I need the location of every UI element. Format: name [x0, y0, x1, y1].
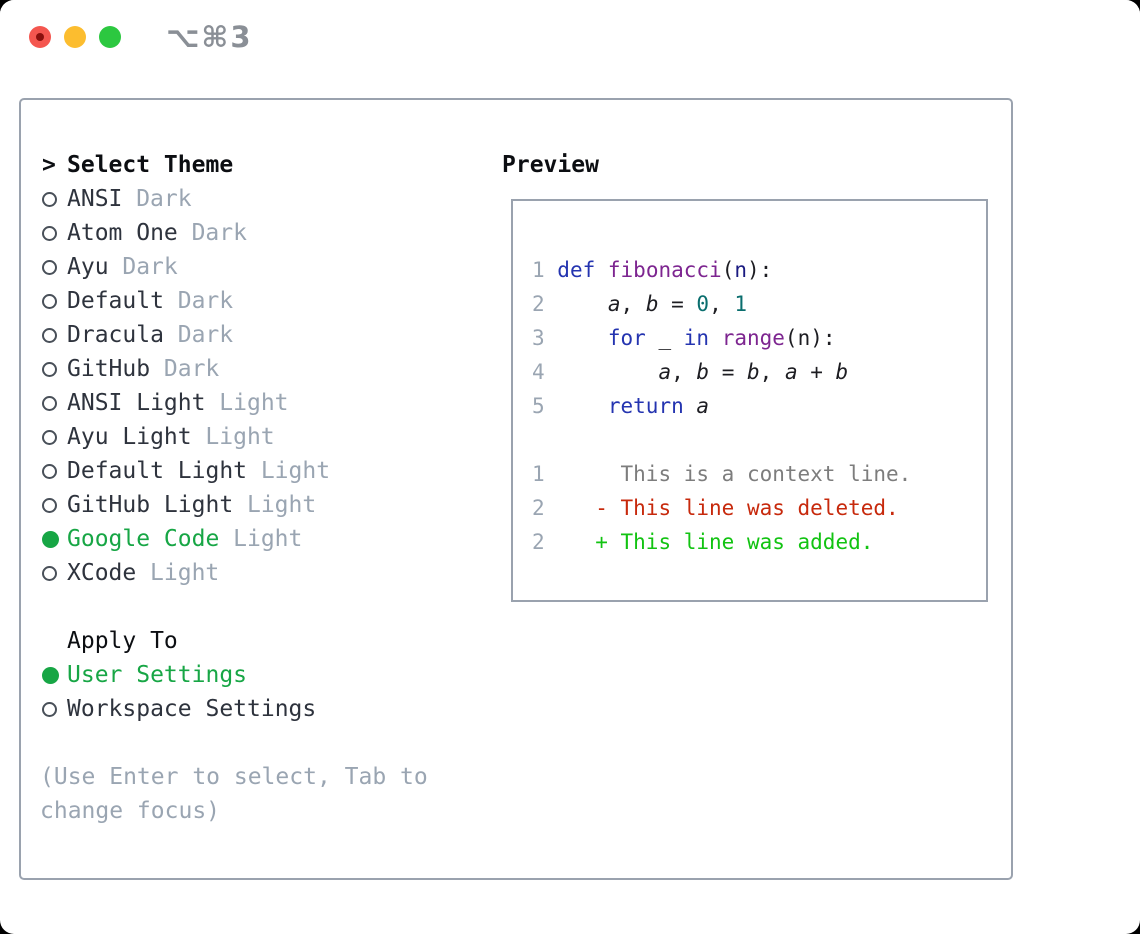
theme-variant-label: Light — [150, 560, 220, 586]
preview-section: Preview 1 def fibonacci(n): 2 a, b = 0, 1… — [502, 148, 1002, 878]
option-label: Atom One — [67, 220, 178, 246]
theme-option-github-light[interactable]: GitHub Light Light — [42, 488, 482, 522]
theme-variant-label: Light — [233, 526, 303, 552]
preview-code-line: 3 for _ in range(n): — [532, 326, 836, 350]
select-theme-title: Select Theme — [67, 152, 234, 178]
theme-option-xcode[interactable]: XCode Light — [42, 556, 482, 590]
theme-variant-label: Dark — [122, 254, 178, 280]
option-label: User Settings — [67, 662, 248, 688]
preview-code-line — [532, 423, 986, 457]
preview-box: 1 def fibonacci(n): 2 a, b = 0, 1 3 for _ … — [511, 199, 988, 602]
preview-code-line: 5 return a — [532, 394, 710, 418]
titlebar: ⌥⌘3 — [0, 0, 1140, 98]
option-label: Ayu Light — [67, 424, 192, 450]
theme-variant-label: Dark — [177, 288, 234, 314]
apply-to-header: Apply To — [42, 624, 482, 658]
option-label: Default — [67, 288, 164, 314]
theme-option-default-light[interactable]: Default Light Light — [42, 454, 482, 488]
help-line-1: (Use Enter to select, Tab to — [40, 764, 428, 790]
theme-option-google-code[interactable]: Google Code Light — [42, 522, 482, 556]
traffic-lights — [29, 26, 121, 48]
preview-code-line: 1 This is a context line. — [532, 462, 912, 486]
radio-unselected-icon — [42, 395, 67, 411]
theme-variant-label: Dark — [136, 186, 192, 212]
theme-option-github[interactable]: GitHub Dark — [42, 352, 482, 386]
apply-option-user-settings[interactable]: User Settings — [42, 658, 482, 692]
theme-option-atom-one[interactable]: Atom One Dark — [42, 216, 482, 250]
option-label: Workspace Settings — [67, 696, 317, 722]
radio-unselected-icon — [42, 191, 67, 207]
radio-unselected-icon — [42, 701, 67, 717]
option-label: Dracula — [67, 322, 164, 348]
radio-unselected-icon — [42, 293, 67, 309]
radio-unselected-icon — [42, 259, 67, 275]
preview-code: 1 def fibonacci(n): 2 a, b = 0, 1 3 for _ … — [532, 253, 986, 559]
select-theme-header: > Select Theme — [42, 148, 482, 182]
preview-code-line: 4 a, b = b, a + b — [532, 360, 849, 384]
help-text: (Use Enter to select, Tab to change focu… — [40, 760, 482, 828]
theme-variant-label: Light — [246, 492, 317, 518]
theme-variant-label: Dark — [191, 220, 247, 246]
preview-code-line: 2 - This line was deleted. — [532, 496, 899, 520]
preview-code-line: 2 + This line was added. — [532, 530, 874, 554]
theme-variant-label: Dark — [177, 322, 234, 348]
theme-variant-label: Light — [205, 424, 275, 450]
option-label: GitHub Light — [67, 492, 234, 518]
focus-prompt-icon: > — [42, 152, 56, 178]
option-label: ANSI — [67, 186, 123, 212]
option-label: Google Code — [67, 526, 220, 552]
option-label: XCode — [67, 560, 137, 586]
close-button[interactable] — [29, 26, 51, 48]
theme-option-dracula[interactable]: Dracula Dark — [42, 318, 482, 352]
radio-unselected-icon — [42, 327, 67, 343]
theme-variant-label: Dark — [163, 356, 220, 382]
theme-option-ansi-light[interactable]: ANSI Light Light — [42, 386, 482, 420]
preview-code-line: 1 def fibonacci(n): — [532, 258, 773, 282]
theme-option-ayu-light[interactable]: Ayu Light Light — [42, 420, 482, 454]
radio-selected-icon — [42, 666, 67, 684]
radio-unselected-icon — [42, 497, 67, 513]
help-line-2: change focus) — [40, 798, 221, 824]
radio-selected-icon — [42, 530, 67, 548]
preview-code-line: 2 a, b = 0, 1 — [532, 292, 748, 316]
theme-option-ayu[interactable]: Ayu Dark — [42, 250, 482, 284]
theme-variant-label: Light — [219, 390, 289, 416]
radio-unselected-icon — [42, 361, 67, 377]
radio-unselected-icon — [42, 429, 67, 445]
minimize-button[interactable] — [64, 26, 86, 48]
option-label: ANSI Light — [67, 390, 206, 416]
option-label: GitHub — [67, 356, 151, 382]
apply-to-title: Apply To — [67, 628, 178, 654]
theme-option-ansi[interactable]: ANSI Dark — [42, 182, 482, 216]
close-dot-icon — [36, 33, 44, 41]
theme-option-default[interactable]: Default Dark — [42, 284, 482, 318]
radio-unselected-icon — [42, 225, 67, 241]
radio-unselected-icon — [42, 565, 67, 581]
option-label: Ayu — [67, 254, 109, 280]
radio-unselected-icon — [42, 463, 67, 479]
zoom-button[interactable] — [99, 26, 121, 48]
preview-title: Preview — [502, 152, 599, 178]
window-title: ⌥⌘3 — [166, 20, 253, 54]
option-label: Default Light — [67, 458, 248, 484]
apply-option-workspace-settings[interactable]: Workspace Settings — [42, 692, 482, 726]
theme-variant-label: Light — [260, 458, 331, 484]
